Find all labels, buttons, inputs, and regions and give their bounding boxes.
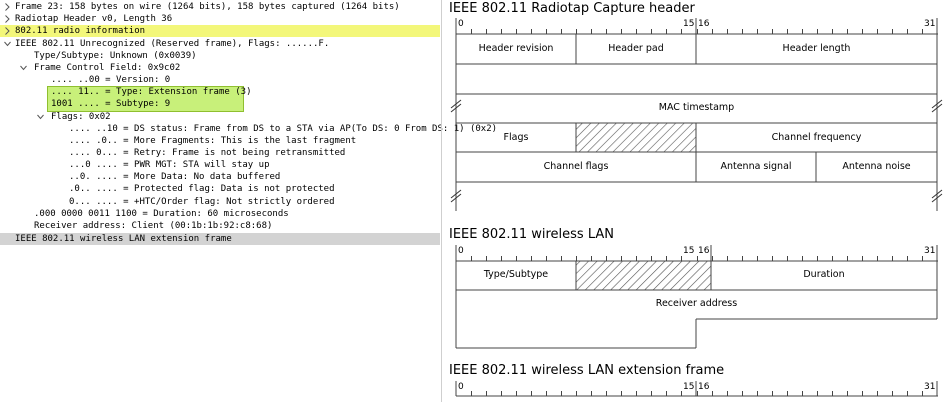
field-type-subtype[interactable]: Type/Subtype: [483, 269, 549, 280]
chevron-down-icon[interactable]: [19, 62, 28, 74]
packet-diagram-pane: IEEE 802.11 Radiotap Capture header 0 15…: [442, 0, 945, 402]
field-channel-flags[interactable]: Channel flags: [543, 161, 609, 172]
bit-label-0: 0: [458, 19, 464, 29]
field-antenna-noise[interactable]: Antenna noise: [842, 161, 911, 172]
tree-row-radiotap-header[interactable]: Radiotap Header v0, Length 36: [15, 14, 173, 24]
diagram-title-radiotap: IEEE 802.11 Radiotap Capture header: [449, 1, 695, 16]
tree-row-duration[interactable]: .000 0000 0011 1100 = Duration: 60 micro…: [34, 209, 289, 219]
field-header-pad[interactable]: Header pad: [608, 43, 664, 54]
tree-row-ieee80211-frame[interactable]: IEEE 802.11 Unrecognized (Reserved frame…: [15, 39, 330, 49]
tree-row-ds-status[interactable]: .... ..10 = DS status: Frame from DS to …: [69, 124, 498, 134]
field-channel-frequency[interactable]: Channel frequency: [771, 132, 862, 143]
row-selected-extension-frame: [0, 233, 440, 245]
row-highlight-radio-info: [0, 25, 440, 37]
bit-label-16: 16: [698, 246, 710, 256]
field-header-length[interactable]: Header length: [782, 43, 851, 54]
tree-row-type[interactable]: .... 11.. = Type: Extension frame (3): [51, 87, 252, 97]
bit-label-31: 31: [924, 382, 936, 392]
packet-details-tree[interactable]: Frame 23: 158 bytes on wire (1264 bits),…: [0, 0, 497, 402]
tree-row-flags[interactable]: Flags: 0x02: [51, 112, 111, 122]
bit-label-0: 0: [458, 382, 464, 392]
tree-row-more-data[interactable]: ..0. .... = More Data: No data buffered: [69, 172, 281, 182]
tree-row-retry[interactable]: .... 0... = Retry: Frame is not being re…: [69, 148, 346, 158]
field-antenna-signal[interactable]: Antenna signal: [720, 161, 792, 172]
chevron-down-icon[interactable]: [36, 111, 45, 123]
pane-splitter[interactable]: [441, 0, 442, 402]
chevron-right-icon[interactable]: [3, 13, 12, 25]
hatched-padding-type-subtype: [575, 260, 712, 291]
diagram-title-wlan: IEEE 802.11 wireless LAN: [449, 227, 614, 242]
field-flags[interactable]: Flags: [503, 132, 529, 143]
tree-row-protected-flag[interactable]: .0.. .... = Protected flag: Data is not …: [69, 184, 335, 194]
tree-row-radio-information[interactable]: 802.11 radio information: [15, 26, 146, 36]
bit-label-31: 31: [924, 246, 936, 256]
bit-label-15: 15: [683, 19, 695, 29]
tree-row-version[interactable]: .... ..00 = Version: 0: [51, 75, 171, 85]
tree-row-type-subtype[interactable]: Type/Subtype: Unknown (0x0039): [34, 51, 197, 61]
bit-label-15: 15: [683, 382, 695, 392]
field-mac-timestamp[interactable]: MAC timestamp: [658, 102, 735, 113]
tree-row-frame-control-field[interactable]: Frame Control Field: 0x9c02: [34, 63, 181, 73]
chevron-right-icon[interactable]: [3, 1, 12, 13]
tree-row-receiver-address[interactable]: Receiver address: Client (00:1b:1b:92:c8…: [34, 221, 273, 231]
bit-label-16: 16: [698, 382, 710, 392]
chevron-right-icon[interactable]: [3, 25, 12, 37]
hatched-padding-flags: [575, 122, 697, 153]
field-receiver-address[interactable]: Receiver address: [655, 298, 738, 309]
diagram-lines: [450, 18, 943, 397]
diagram-title-extension-frame: IEEE 802.11 wireless LAN extension frame: [449, 363, 725, 378]
field-duration[interactable]: Duration: [803, 269, 845, 280]
tree-row-pwr-mgt[interactable]: ...0 .... = PWR MGT: STA will stay up: [69, 160, 270, 170]
tree-row-extension-frame[interactable]: IEEE 802.11 wireless LAN extension frame: [15, 234, 232, 244]
chevron-down-icon[interactable]: [3, 38, 12, 50]
tree-row-htc-order-flag[interactable]: 0... .... = +HTC/Order flag: Not strictl…: [69, 197, 335, 207]
bit-label-31: 31: [924, 19, 936, 29]
highlight-type-subtype-bits: [47, 86, 244, 112]
field-header-revision[interactable]: Header revision: [478, 43, 554, 54]
tree-row-subtype[interactable]: 1001 .... = Subtype: 9: [51, 99, 171, 109]
bit-label-16: 16: [698, 19, 710, 29]
break-marks: [450, 99, 943, 203]
tree-row-frame[interactable]: Frame 23: 158 bytes on wire (1264 bits),…: [15, 2, 400, 12]
bit-label-15: 15: [683, 246, 695, 256]
tree-row-more-fragments[interactable]: .... .0.. = More Fragments: This is the …: [69, 136, 357, 146]
bit-label-0: 0: [458, 246, 464, 256]
